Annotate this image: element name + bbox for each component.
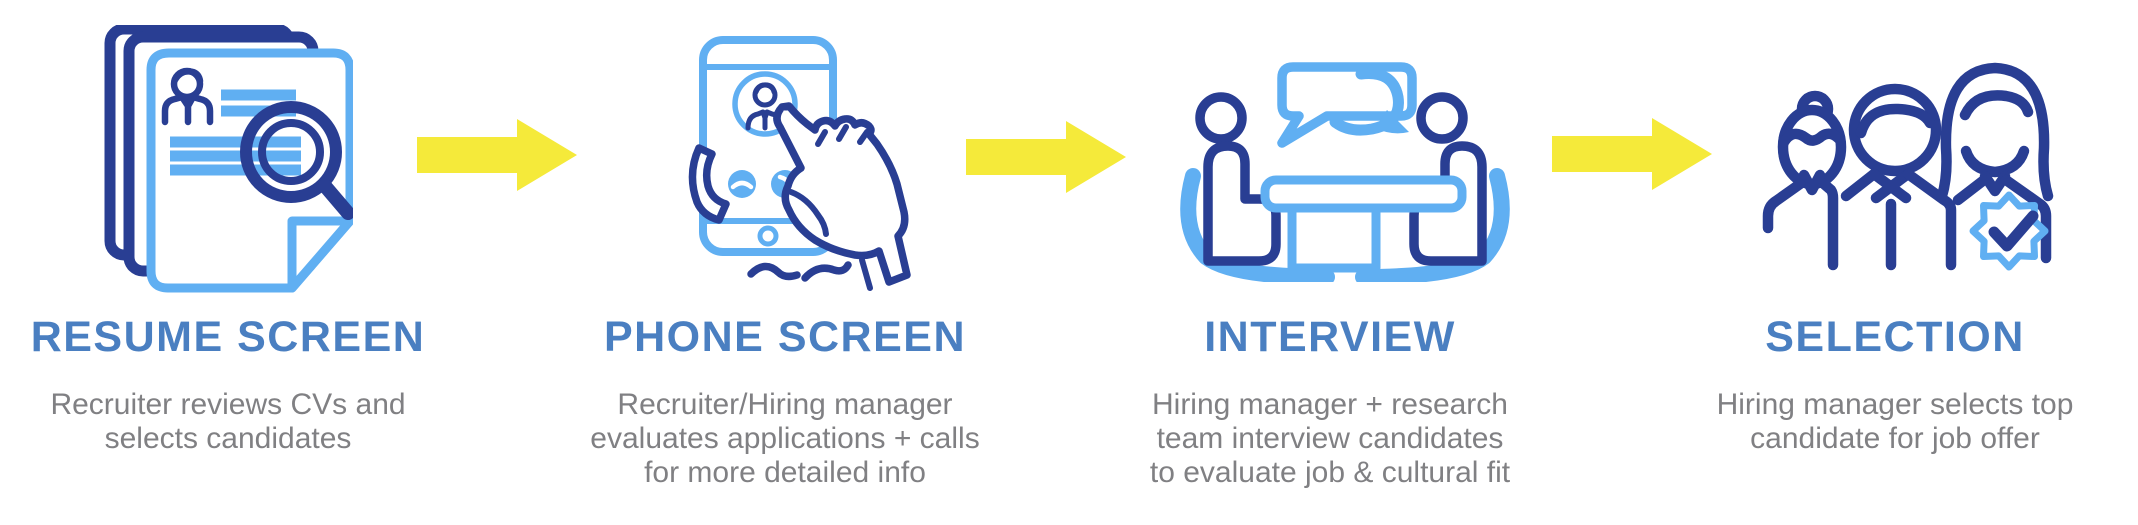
stage-resume-screen: RESUME SCREEN Recruiter reviews CVs and … <box>0 0 456 525</box>
stage-title: PHONE SCREEN <box>603 313 967 361</box>
flow-arrow-icon <box>417 119 577 191</box>
flow-arrow-icon <box>966 121 1126 193</box>
stage-description: Hiring manager + research team interview… <box>1149 388 1511 489</box>
interview-table-icon <box>1102 0 1558 298</box>
stage-title: RESUME SCREEN <box>30 313 426 361</box>
flow-arrow-icon <box>1552 118 1712 190</box>
stage-description: Recruiter/Hiring manager evaluates appli… <box>590 388 980 489</box>
stage-description: Hiring manager selects top candidate for… <box>1716 388 2074 455</box>
stage-selection: SELECTION Hiring manager selects top can… <box>1667 0 2123 525</box>
stage-title: INTERVIEW <box>1204 313 1456 361</box>
stage-phone-screen: PHONE SCREEN Recruiter/Hiring manager ev… <box>557 0 1013 525</box>
stage-interview: INTERVIEW Hiring manager + research team… <box>1102 0 1558 525</box>
stage-description: Recruiter reviews CVs and selects candid… <box>50 388 406 455</box>
stage-title: SELECTION <box>1765 313 2025 361</box>
candidates-check-badge-icon <box>1667 0 2123 298</box>
phone-in-hand-icon <box>557 0 1013 298</box>
resume-magnifier-icon <box>0 0 456 298</box>
